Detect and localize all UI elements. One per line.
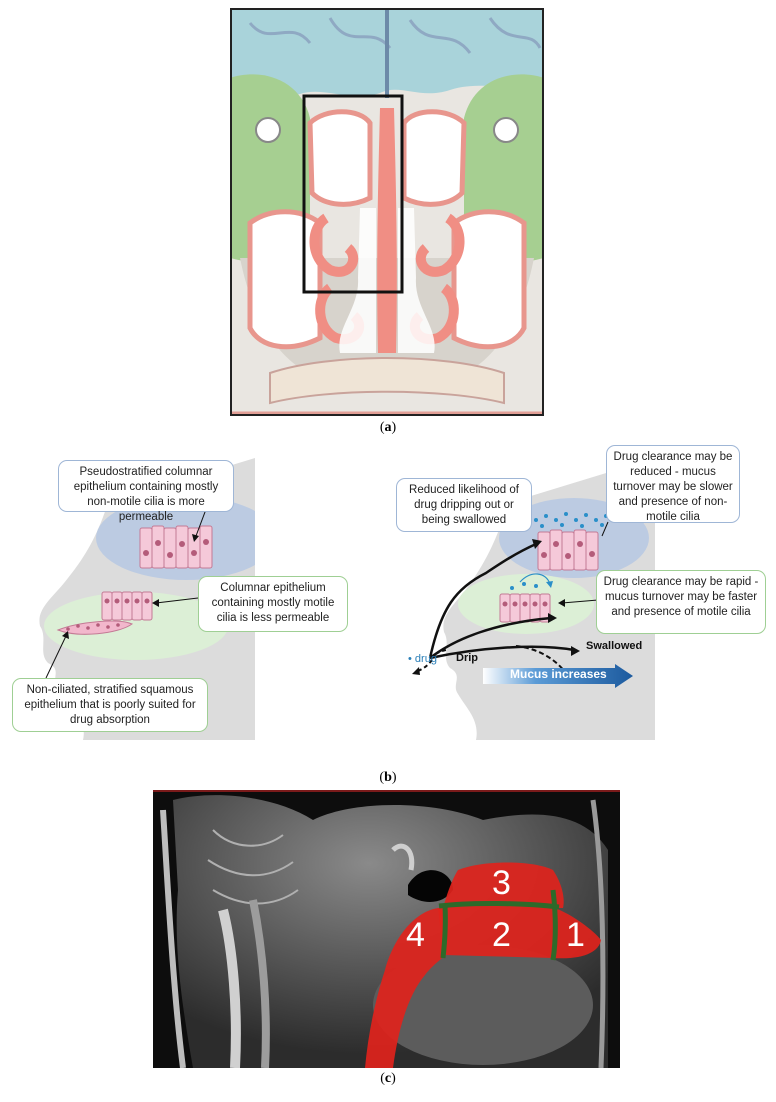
region-label-1: 1 <box>566 916 585 954</box>
panel-b-left-illustration <box>28 458 276 740</box>
callout-clearance-reduced: Drug clearance may be reduced - mucus tu… <box>606 445 740 523</box>
callout-reduced-likelihood: Reduced likelihood of drug dripping out … <box>396 478 532 532</box>
panel-b-caption: (b) <box>379 770 397 785</box>
panel-a-letter: a <box>384 420 392 435</box>
mucus-arrow <box>483 664 633 688</box>
callout-columnar: Columnar epithelium containing mostly mo… <box>198 576 348 632</box>
panel-a-caption: (a) <box>379 420 397 435</box>
callout-squamous: Non-ciliated, stratified squamous epithe… <box>12 678 208 732</box>
panel-c-letter: c <box>384 1071 392 1086</box>
region-label-4: 4 <box>406 916 425 954</box>
drip-label: Drip <box>456 652 478 664</box>
mucus-label: Mucus increases <box>510 667 607 681</box>
callout-pseudostratified: Pseudostratified columnar epithelium con… <box>58 460 234 523</box>
panel-c-caption: (c) <box>380 1071 396 1086</box>
swallowed-label: Swallowed <box>586 640 643 652</box>
drug-label: • drug <box>408 653 437 665</box>
callout-clearance-rapid: Drug clearance may be rapid - mucus turn… <box>596 570 766 634</box>
region-label-3: 3 <box>492 864 511 902</box>
panel-a-illustration <box>230 8 544 416</box>
drug-label-text: drug <box>414 653 437 665</box>
panel-c-mri <box>153 790 620 1069</box>
region-label-2: 2 <box>492 916 511 954</box>
panel-b-letter: b <box>384 770 392 785</box>
